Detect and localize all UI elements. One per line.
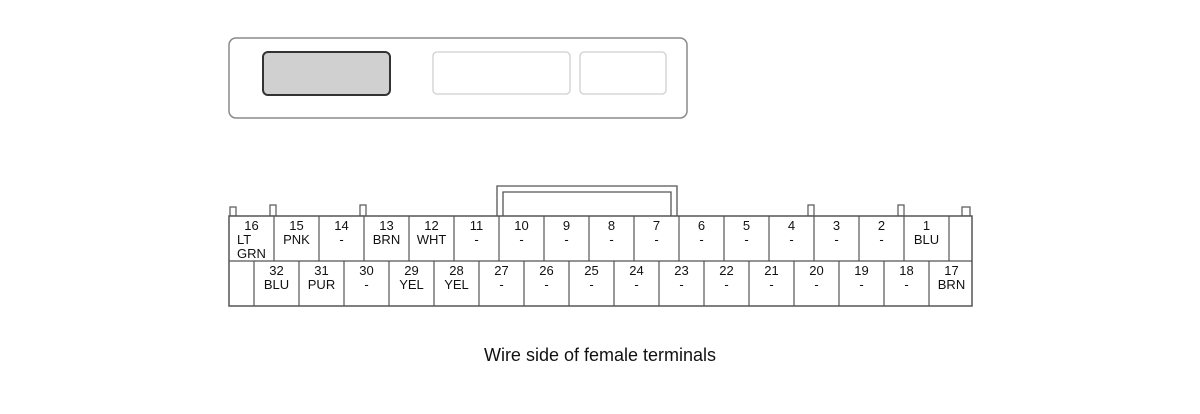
wire-color: -	[544, 277, 548, 292]
wire-color: -	[904, 277, 908, 292]
wire-color: -	[744, 232, 748, 247]
wire-color: BRN	[373, 232, 400, 247]
terminal-number: 20	[809, 263, 823, 278]
connector-tab	[961, 206, 971, 217]
wire-color: BRN	[938, 277, 965, 292]
terminal-number: 21	[764, 263, 778, 278]
terminal-number: 24	[629, 263, 643, 278]
connector-tab	[807, 204, 815, 217]
terminal-number: 11	[470, 218, 484, 233]
terminal-number: 27	[494, 263, 508, 278]
wire-color: PUR	[308, 277, 335, 292]
terminal-number: 6	[698, 218, 705, 233]
wire-color: -	[699, 232, 703, 247]
wire-color: YEL	[444, 277, 469, 292]
wire-color: BLU	[264, 277, 289, 292]
terminal-number: 12	[424, 218, 438, 233]
connector-tab	[269, 204, 277, 217]
wire-color: YEL	[399, 277, 424, 292]
connector-face-view	[228, 37, 688, 119]
terminal-number: 3	[833, 218, 840, 233]
terminal-number: 13	[379, 218, 393, 233]
wire-color: -	[364, 277, 368, 292]
wire-color: -	[789, 232, 793, 247]
wire-color: -	[589, 277, 593, 292]
terminal-number: 7	[653, 218, 660, 233]
terminal-number: 14	[334, 218, 348, 233]
connector-tab	[897, 204, 905, 217]
terminal-number: 16	[244, 218, 258, 233]
terminal-number: 31	[314, 263, 328, 278]
terminal-number: 5	[743, 218, 750, 233]
terminal-number: 26	[539, 263, 553, 278]
terminal-number: 23	[674, 263, 688, 278]
wire-color: -	[609, 232, 613, 247]
wire-color: -	[679, 277, 683, 292]
terminal-number: 18	[899, 263, 913, 278]
wire-color: -	[474, 232, 478, 247]
wire-color: -	[834, 232, 838, 247]
terminal-number: 29	[404, 263, 418, 278]
terminal-number: 4	[788, 218, 795, 233]
wire-color: -	[769, 277, 773, 292]
terminal-number: 30	[359, 263, 373, 278]
terminal-number: 28	[449, 263, 463, 278]
wire-color: -	[634, 277, 638, 292]
terminal-number: 1	[923, 218, 930, 233]
wire-color: PNK	[283, 232, 310, 247]
terminal-number: 22	[719, 263, 733, 278]
terminal-number: 25	[584, 263, 598, 278]
terminal-number: 9	[563, 218, 570, 233]
connector-slot-left	[432, 51, 571, 95]
wire-color: WHT	[417, 232, 447, 247]
wire-color: -	[564, 232, 568, 247]
terminal-number: 15	[289, 218, 303, 233]
connector-slot-right	[579, 51, 667, 95]
wire-color: -	[724, 277, 728, 292]
connector-tab	[359, 204, 367, 217]
wire-color: -	[339, 232, 343, 247]
wire-color: -	[519, 232, 523, 247]
terminal-number: 8	[608, 218, 615, 233]
wire-color: -	[499, 277, 503, 292]
wire-color: -	[654, 232, 658, 247]
diagram-caption: Wire side of female terminals	[483, 345, 717, 365]
connector-tab	[229, 206, 237, 217]
wire-color: -	[859, 277, 863, 292]
wire-color: -	[879, 232, 883, 247]
connector-lock-tab	[262, 51, 391, 96]
terminal-number: 17	[944, 263, 958, 278]
terminal-number: 19	[854, 263, 868, 278]
wire-color: BLU	[914, 232, 939, 247]
terminal-number: 10	[514, 218, 528, 233]
terminal-number: 2	[878, 218, 885, 233]
connector-top-bracket	[496, 185, 678, 216]
wire-color: -	[814, 277, 818, 292]
terminal-number: 32	[269, 263, 283, 278]
